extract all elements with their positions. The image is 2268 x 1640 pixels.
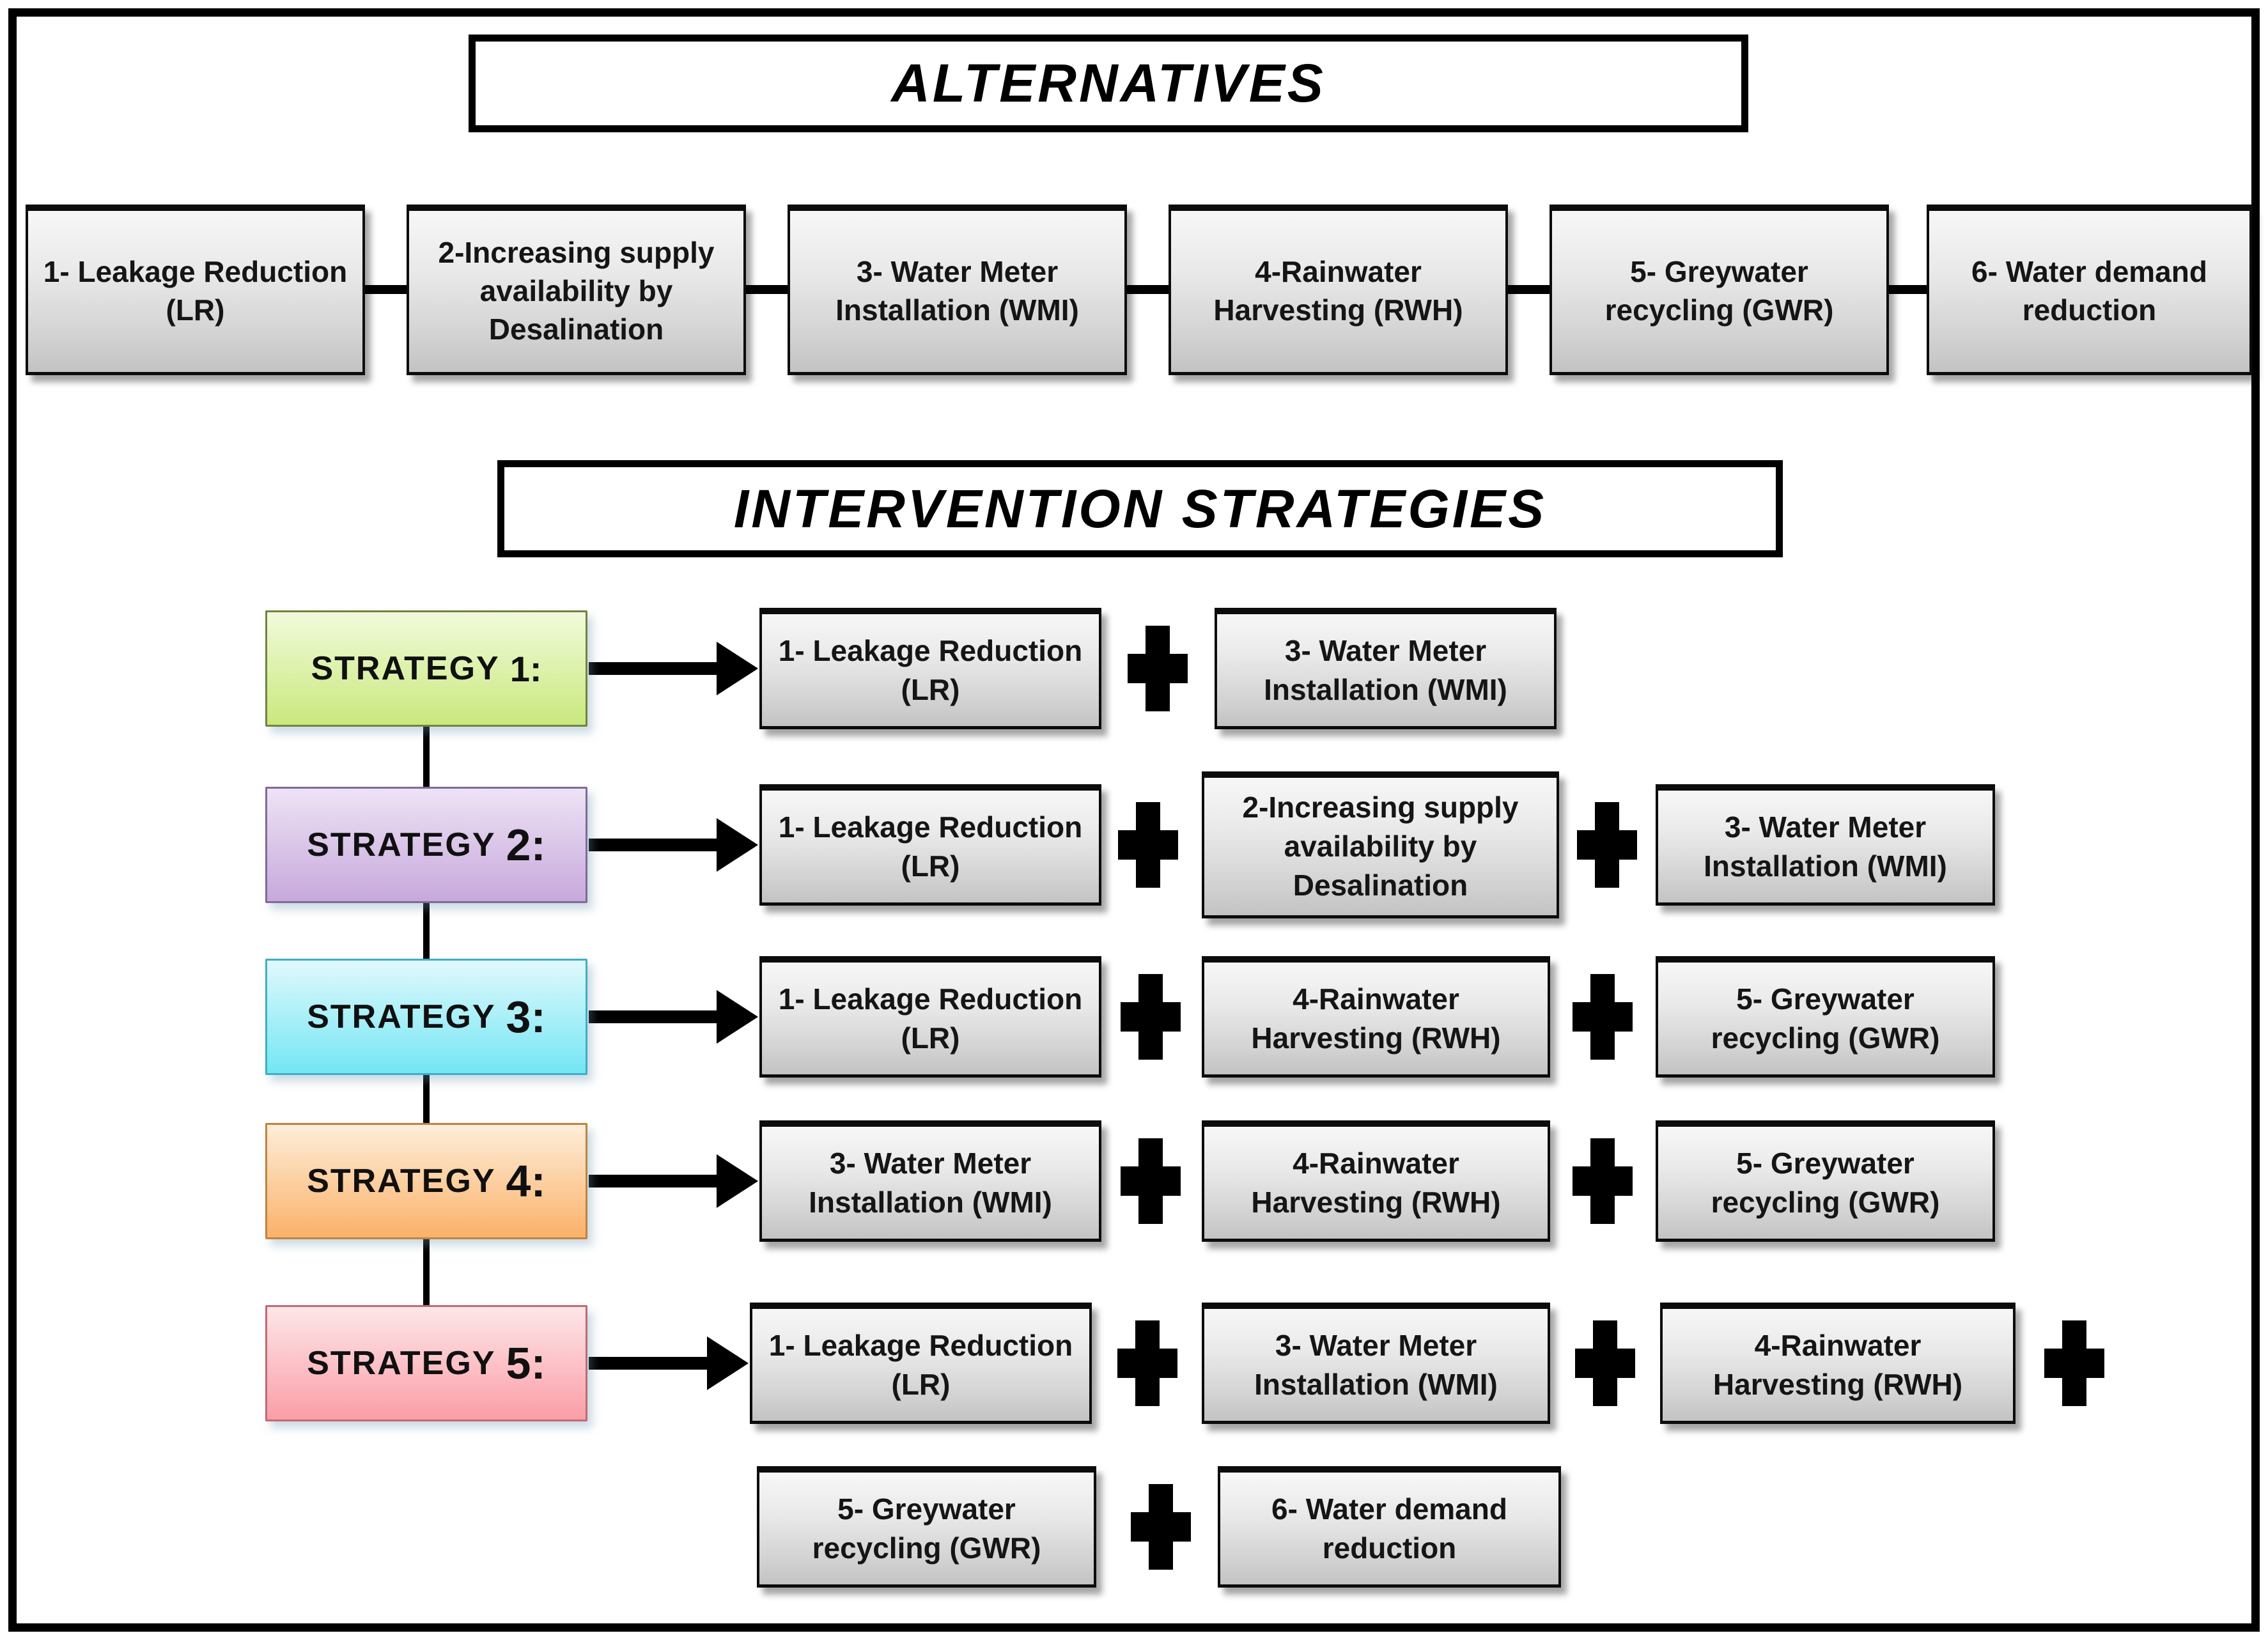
- arrow-right-icon: [589, 1152, 758, 1210]
- strategy-number: 1:: [509, 648, 542, 689]
- alternative-box-4: 4-Rainwater Harvesting (RWH): [1169, 205, 1508, 375]
- plus-icon: [1573, 1138, 1633, 1224]
- plus-icon: [2044, 1320, 2104, 1406]
- strategy-5-item-box: 3- Water Meter Installation (WMI): [1202, 1303, 1550, 1424]
- alternative-box-6: 6- Water demand reduction: [1927, 205, 2252, 375]
- strategy-3-item-box: 1- Leakage Reduction (LR): [759, 956, 1101, 1078]
- plus-icon: [1121, 974, 1181, 1060]
- alternative-box-5: 5- Greywater recycling (GWR): [1550, 205, 1889, 375]
- arrow-right-icon: [589, 1334, 749, 1392]
- strategy-5-item-box: 6- Water demand reduction: [1218, 1466, 1561, 1588]
- strategy-5-item-box: 4-Rainwater Harvesting (RWH): [1660, 1303, 2016, 1424]
- strategy-4-item-box: 3- Water Meter Installation (WMI): [759, 1120, 1101, 1242]
- strategy-label-text: STRATEGY: [307, 998, 496, 1035]
- strategy-2-item-box: 2-Increasing supply availability by Desa…: [1202, 771, 1559, 918]
- plus-icon: [1128, 626, 1188, 711]
- plus-icon: [1121, 1138, 1181, 1224]
- alternatives-title: ALTERNATIVES: [469, 35, 1748, 132]
- strategy-1-item-box: 3- Water Meter Installation (WMI): [1215, 608, 1557, 729]
- plus-icon: [1131, 1484, 1191, 1570]
- strategy-connector-line-2-3: [423, 903, 430, 959]
- strategy-4-item-box: 4-Rainwater Harvesting (RWH): [1202, 1120, 1550, 1242]
- strategy-3-item-box: 4-Rainwater Harvesting (RWH): [1202, 956, 1550, 1078]
- strategy-label-text: STRATEGY: [307, 1345, 496, 1382]
- strategy-connector-line-4-5: [423, 1239, 430, 1305]
- outer-border: [8, 8, 2260, 1632]
- strategy-number: 4:: [506, 1156, 546, 1206]
- strategy-5-label: STRATEGY 5:: [265, 1305, 587, 1421]
- plus-icon: [1118, 802, 1178, 888]
- strategy-connector-line-3-4: [423, 1075, 430, 1123]
- strategy-4-item-box: 5- Greywater recycling (GWR): [1656, 1120, 1995, 1242]
- strategy-number: 3:: [506, 992, 546, 1042]
- plus-icon: [1573, 974, 1633, 1060]
- strategy-5-item-box: 1- Leakage Reduction (LR): [750, 1303, 1092, 1424]
- strategy-label-text: STRATEGY: [311, 650, 500, 687]
- strategy-2-item-box: 1- Leakage Reduction (LR): [759, 784, 1101, 906]
- strategy-2-item-box: 3- Water Meter Installation (WMI): [1656, 784, 1995, 906]
- alternative-box-2: 2-Increasing supply availability by Desa…: [407, 205, 746, 375]
- strategy-number: 2:: [506, 820, 546, 870]
- strategy-label-text: STRATEGY: [307, 1163, 496, 1200]
- arrow-right-icon: [589, 988, 758, 1046]
- strategy-5-item-box: 5- Greywater recycling (GWR): [757, 1466, 1096, 1588]
- plus-icon: [1117, 1320, 1177, 1406]
- strategy-1-item-box: 1- Leakage Reduction (LR): [759, 608, 1101, 729]
- arrow-right-icon: [589, 640, 758, 697]
- strategy-3-label: STRATEGY 3:: [265, 959, 587, 1075]
- plus-icon: [1577, 802, 1637, 888]
- arrow-right-icon: [589, 816, 758, 874]
- intervention-strategies-title: INTERVENTION STRATEGIES: [497, 460, 1783, 557]
- strategy-connector-line-1-2: [423, 727, 430, 787]
- strategy-label-text: STRATEGY: [307, 826, 496, 863]
- strategy-4-label: STRATEGY 4:: [265, 1123, 587, 1239]
- strategy-number: 5:: [506, 1338, 546, 1388]
- strategy-3-item-box: 5- Greywater recycling (GWR): [1656, 956, 1995, 1078]
- alternative-box-3: 3- Water Meter Installation (WMI): [788, 205, 1127, 375]
- alternative-box-1: 1- Leakage Reduction (LR): [26, 205, 365, 375]
- strategy-2-label: STRATEGY 2:: [265, 787, 587, 903]
- strategy-1-label: STRATEGY 1:: [265, 610, 587, 727]
- plus-icon: [1575, 1320, 1635, 1406]
